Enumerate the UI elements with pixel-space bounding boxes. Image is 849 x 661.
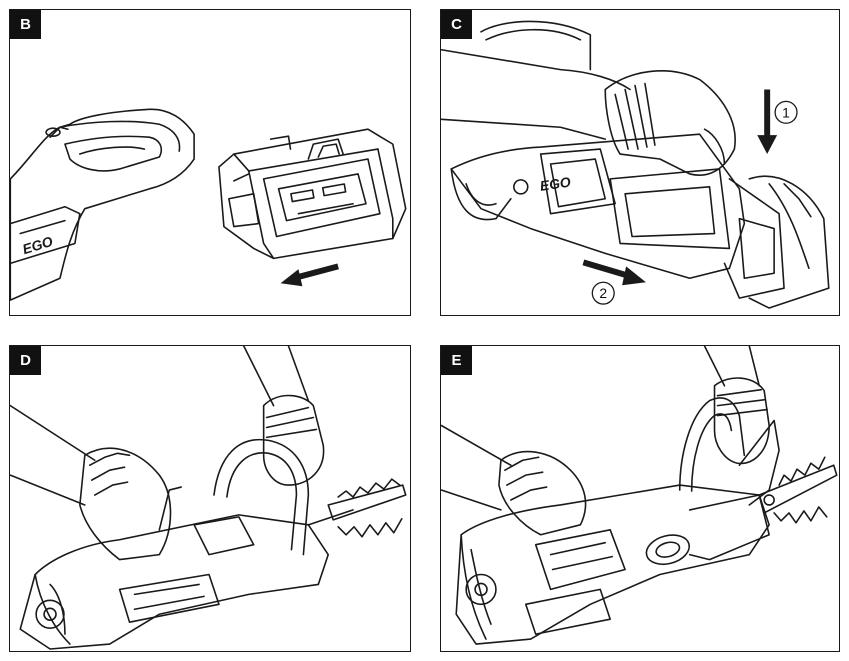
illustration-battery-insert: EGO 1 2 <box>441 20 830 309</box>
panel-label: E <box>441 346 472 375</box>
panel-b: B EGO <box>9 9 411 316</box>
panel-label: B <box>10 10 41 39</box>
panel-d: D <box>9 345 411 652</box>
illustration-rotating-handle <box>441 346 838 645</box>
step-2-label: 2 <box>599 285 607 301</box>
arrow-down-icon <box>757 89 778 155</box>
illustration-battery-removal: EGO <box>10 108 407 301</box>
panel-c: C <box>440 9 840 316</box>
brand-text: EGO <box>20 233 54 257</box>
panel-e: E <box>440 345 840 652</box>
illustration-two-hand-grip <box>10 346 407 650</box>
step-1-label: 1 <box>782 104 790 120</box>
step-1-badge <box>774 100 798 124</box>
arrow-right-icon <box>582 259 646 286</box>
step-2-badge <box>591 281 615 305</box>
panel-label: C <box>441 10 472 39</box>
brand-text: EGO <box>539 174 572 194</box>
panel-label: D <box>10 346 41 375</box>
arrow-left-icon <box>280 263 339 287</box>
